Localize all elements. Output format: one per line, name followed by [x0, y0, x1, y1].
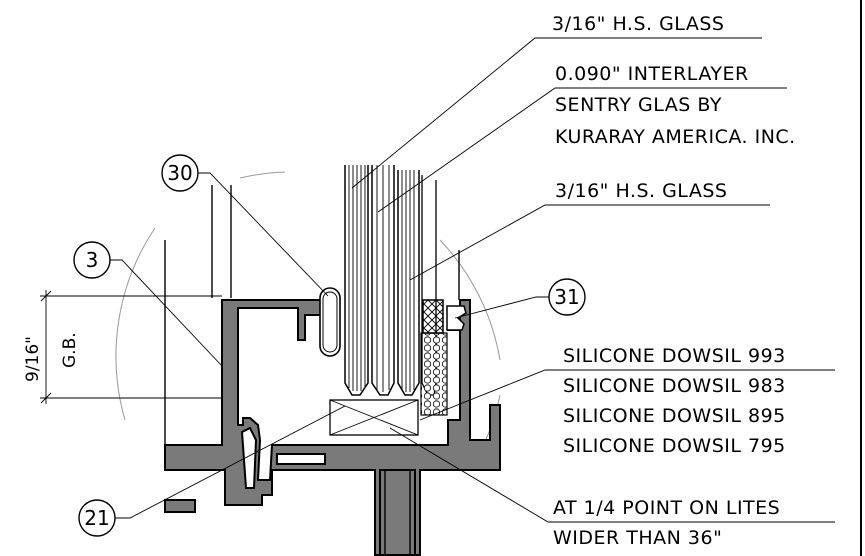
tag-3: 3: [73, 241, 111, 279]
aluminum-frame: [164, 299, 501, 556]
dimension-bite: [40, 290, 222, 404]
note-interlayer-2: SENTRY GLAS BY: [555, 94, 722, 116]
tag-30: 30: [161, 154, 199, 192]
tag-31: 31: [548, 278, 586, 316]
leader-lines: [110, 37, 835, 523]
dimension-value: 9/16": [23, 336, 43, 382]
spacer-tape: [422, 299, 444, 334]
gasket-30: [319, 287, 341, 357]
tag-30-label: 30: [167, 161, 192, 185]
tag-21: 21: [78, 499, 116, 537]
mullion-lines: [164, 185, 460, 445]
note-setting-block-1: AT 1/4 POINT ON LITES: [553, 497, 780, 519]
note-silicone-2: SILICONE DOWSIL 983: [563, 375, 786, 397]
structural-silicone: [420, 332, 448, 416]
tag-3-label: 3: [86, 248, 99, 272]
note-interlayer-1: 0.090" INTERLAYER: [555, 63, 749, 85]
note-silicone-4: SILICONE DOWSIL 795: [563, 435, 786, 457]
tag-21-label: 21: [84, 506, 109, 530]
note-silicone-3: SILICONE DOWSIL 895: [563, 405, 786, 427]
setting-block: [329, 399, 419, 436]
note-setting-block-2: WIDER THAN 36": [553, 527, 722, 549]
note-silicone-1: SILICONE DOWSIL 993: [563, 345, 786, 367]
note-glass-inner: 3/16" H.S. GLASS: [555, 180, 727, 202]
note-interlayer-3: KURARAY AMERICA. INC.: [555, 126, 796, 148]
detail-circle: [115, 171, 501, 471]
dimension-label: G.B.: [60, 332, 80, 368]
note-glass-outer: 3/16" H.S. GLASS: [552, 13, 724, 35]
tag-31-label: 31: [554, 285, 579, 309]
